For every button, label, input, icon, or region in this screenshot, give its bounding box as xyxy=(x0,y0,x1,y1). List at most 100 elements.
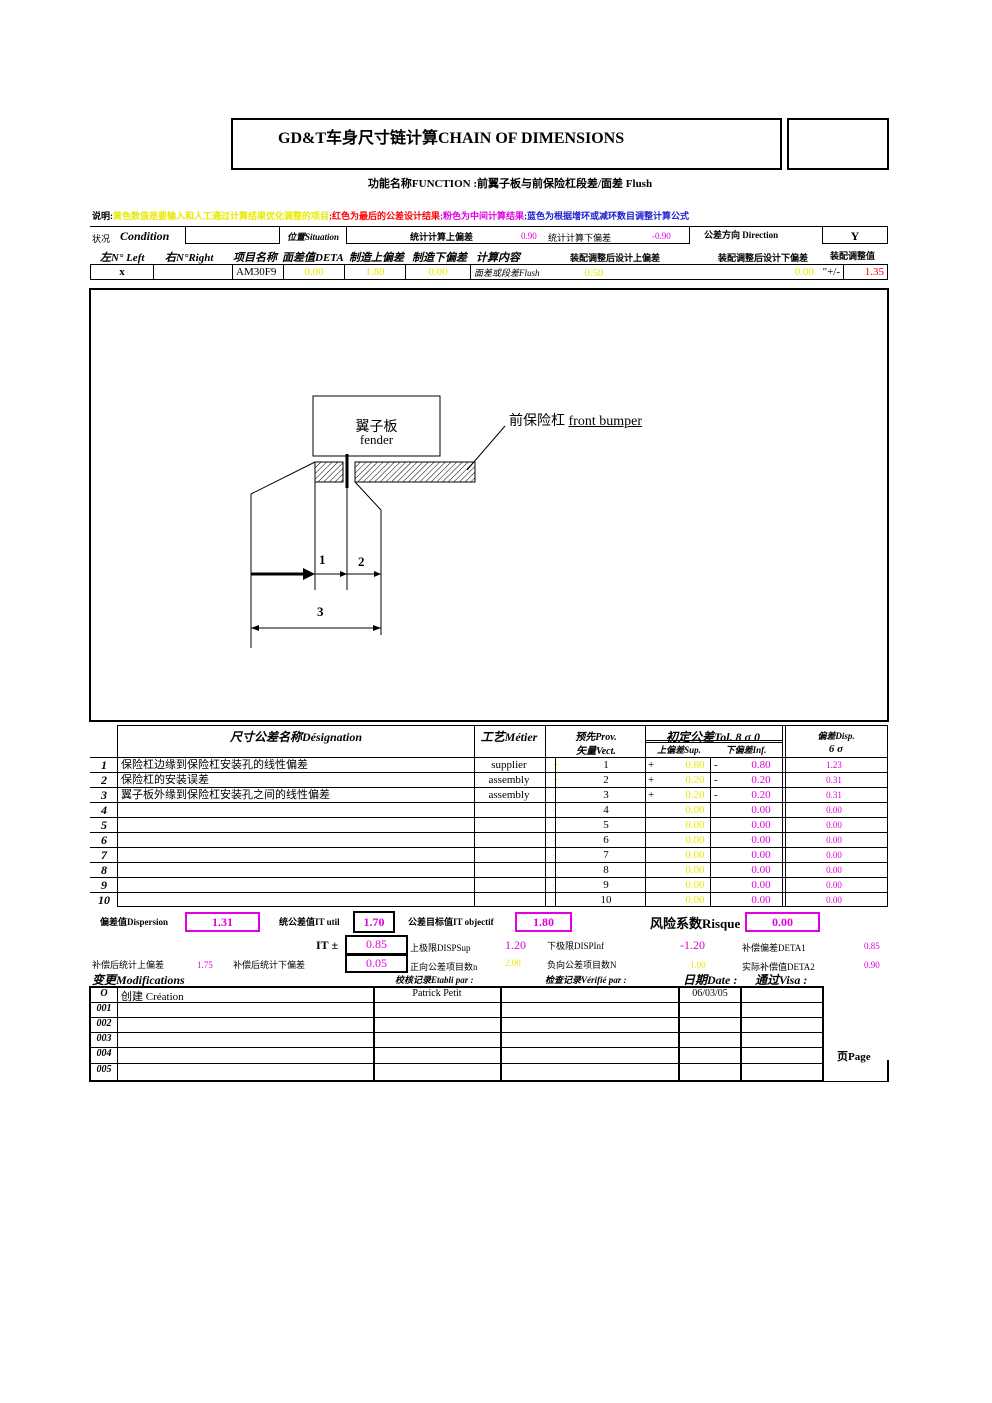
tol-row: 1保险杠边缘到保险杠安装孔的线性偏差supplier+1+0.80-0.801.… xyxy=(90,757,888,773)
cell-right[interactable] xyxy=(153,264,233,280)
tol-row-inf[interactable]: 0.20 xyxy=(751,774,771,786)
tol-row-metier[interactable]: supplier xyxy=(491,759,527,771)
tol-row-vect[interactable]: 7 xyxy=(603,849,609,861)
tol-row-vect[interactable]: 9 xyxy=(603,879,609,891)
cell-adj-upper[interactable]: 0.50 xyxy=(584,266,604,279)
tol-row-sup[interactable]: 0.00 xyxy=(685,864,705,876)
tol-row-sup[interactable]: 0.00 xyxy=(685,879,705,891)
fender-label-en: fender xyxy=(359,432,394,447)
cell-adj-value[interactable]: 1.35 xyxy=(843,264,888,280)
tol-row-sign: - xyxy=(553,878,556,893)
tol-row-inf[interactable]: 0.00 xyxy=(751,894,771,906)
page-title: GD&T车身尺寸链计算CHAIN OF DIMENSIONS xyxy=(278,130,625,147)
tol-row-sup[interactable]: 0.00 xyxy=(685,804,705,816)
tol-row-sign: - xyxy=(553,863,556,878)
comp-lower-value[interactable]: 0.05 xyxy=(345,954,408,973)
tol-row-sup[interactable]: 0.80 xyxy=(685,759,705,771)
dispersion-value[interactable]: 1.31 xyxy=(185,912,260,932)
tol-row-inf[interactable]: 0.00 xyxy=(751,819,771,831)
th-disp1: 偏差Disp. xyxy=(817,731,855,741)
tol-row-vect[interactable]: 5 xyxy=(603,819,609,831)
mod-row-date[interactable]: 06/03/05 xyxy=(692,988,728,999)
tol-row-inf[interactable]: 0.00 xyxy=(751,849,771,861)
tol-row-vect[interactable]: 8 xyxy=(603,864,609,876)
direction-label: 公差方向 Direction xyxy=(704,230,779,240)
tol-row-inf-sign: - xyxy=(714,789,718,801)
cell-calc[interactable]: 面差或段差Flush 0.50 xyxy=(470,264,737,280)
tol-row-inf[interactable]: 0.80 xyxy=(751,759,771,771)
it-pm-label: IT ± xyxy=(316,938,339,952)
tol-row-vect[interactable]: 10 xyxy=(600,894,612,906)
title-box: GD&T车身尺寸链计算CHAIN OF DIMENSIONS xyxy=(231,118,782,170)
mod-row-desc[interactable]: 创建 Création xyxy=(121,991,184,1003)
it-obj-value[interactable]: 1.80 xyxy=(515,912,572,932)
hdr-deta: 面差值DETA xyxy=(282,252,344,264)
legend-line: 说明:黄色数值是要输入和人工通过计算结果优化调整的项目;红色为最后的公差设计结果… xyxy=(92,211,690,221)
tol-row-sup[interactable]: 0.00 xyxy=(685,819,705,831)
tol-row-metier[interactable]: assembly xyxy=(488,789,530,801)
bumper-part xyxy=(354,461,476,483)
th-metier: 工艺Métier xyxy=(480,730,538,744)
hdr-adj-lower: 装配调整后设计下偏差 xyxy=(718,253,809,263)
tol-row-sup-sign: + xyxy=(648,789,655,801)
cell-deta[interactable]: 0.00 xyxy=(283,264,345,280)
mod-row-number: 005 xyxy=(96,1064,112,1075)
it-pm-value[interactable]: 0.85 xyxy=(345,935,408,955)
tol-row-disp: 0.00 xyxy=(826,805,842,815)
tol-row-sup[interactable]: 0.20 xyxy=(685,789,705,801)
cell-mfg-lower[interactable]: 0.00 xyxy=(405,264,471,280)
mod-etabli: 校核记录Etabli par : xyxy=(395,975,474,985)
tol-row-sup[interactable]: 0.00 xyxy=(685,849,705,861)
stat-upper-value: 0.90 xyxy=(521,231,537,241)
tol-row-inf[interactable]: 0.00 xyxy=(751,864,771,876)
situation-label: 位置Situation xyxy=(287,232,340,242)
tol-row: 3翼子板外缘到保险杠安装孔之间的线性偏差assembly-3+0.20-0.20… xyxy=(90,787,888,803)
stat-lower-label: 统计计算下偏差 xyxy=(548,233,612,243)
tol-row-name[interactable]: 翼子板外缘到保险杠安装孔之间的线性偏差 xyxy=(121,789,330,801)
cell-adj-lower[interactable]: 0.00 xyxy=(794,266,814,278)
pos-n-value: 2.00 xyxy=(505,958,521,968)
tol-row-inf[interactable]: 0.20 xyxy=(751,789,771,801)
tol-row-name[interactable]: 保险杠的安装误差 xyxy=(121,774,209,786)
mod-row-etabli[interactable]: Patrick Petit xyxy=(412,988,462,999)
mod-verifie: 检查记录Vérifié par : xyxy=(545,975,627,985)
it-util-label: 统公差值IT util xyxy=(279,917,340,927)
tol-row-sup[interactable]: 0.20 xyxy=(685,774,705,786)
tol-row-sign: - xyxy=(553,803,556,818)
tol-row-vect[interactable]: 3 xyxy=(603,789,609,801)
tol-row: 8-80.000.000.00 xyxy=(90,862,888,878)
tol-row-sup[interactable]: 0.00 xyxy=(685,834,705,846)
risk-value[interactable]: 0.00 xyxy=(745,912,820,932)
condition-field[interactable] xyxy=(185,226,280,244)
th-sup: 上偏差Sup. xyxy=(657,745,701,755)
tol-row-sup-sign: + xyxy=(648,774,655,786)
hdr-calc: 计算内容 xyxy=(476,252,520,264)
neg-n-value: 1.00 xyxy=(690,960,706,970)
tol-row-metier[interactable]: assembly xyxy=(488,774,530,786)
disp-sup-value: 1.20 xyxy=(505,938,526,952)
deta1-value: 0.85 xyxy=(864,941,880,951)
tol-row-number: 8 xyxy=(101,863,107,877)
situation-field[interactable] xyxy=(346,226,690,244)
cell-mfg-upper[interactable]: 1.80 xyxy=(344,264,406,280)
tol-row-number: 3 xyxy=(101,788,107,802)
hdr-left: 左N° Left xyxy=(100,252,145,264)
condition-label: Condition xyxy=(120,229,170,243)
tol-row-inf[interactable]: 0.00 xyxy=(751,879,771,891)
it-util-value[interactable]: 1.70 xyxy=(353,911,395,933)
tol-row-vect[interactable]: 2 xyxy=(603,774,609,786)
summary-row: x AM30F9 0.00 1.80 0.00 面差或段差Flush 0.50 … xyxy=(90,264,888,280)
tol-row-inf[interactable]: 0.00 xyxy=(751,834,771,846)
tol-row-inf[interactable]: 0.00 xyxy=(751,804,771,816)
cell-left[interactable]: x xyxy=(90,264,154,280)
tol-row-sup[interactable]: 0.00 xyxy=(685,894,705,906)
tol-row-disp: 0.00 xyxy=(826,880,842,890)
tol-row-vect[interactable]: 4 xyxy=(603,804,609,816)
direction-value[interactable]: Y xyxy=(822,226,888,244)
tol-row-name[interactable]: 保险杠边缘到保险杠安装孔的线性偏差 xyxy=(121,759,308,771)
tol-row-vect[interactable]: 6 xyxy=(603,834,609,846)
bumper-label: 前保险杠 front bumper xyxy=(509,414,642,429)
tol-row-vect[interactable]: 1 xyxy=(603,759,609,771)
cell-item[interactable]: AM30F9 xyxy=(232,264,284,280)
tol-row-disp: 0.31 xyxy=(826,790,842,800)
